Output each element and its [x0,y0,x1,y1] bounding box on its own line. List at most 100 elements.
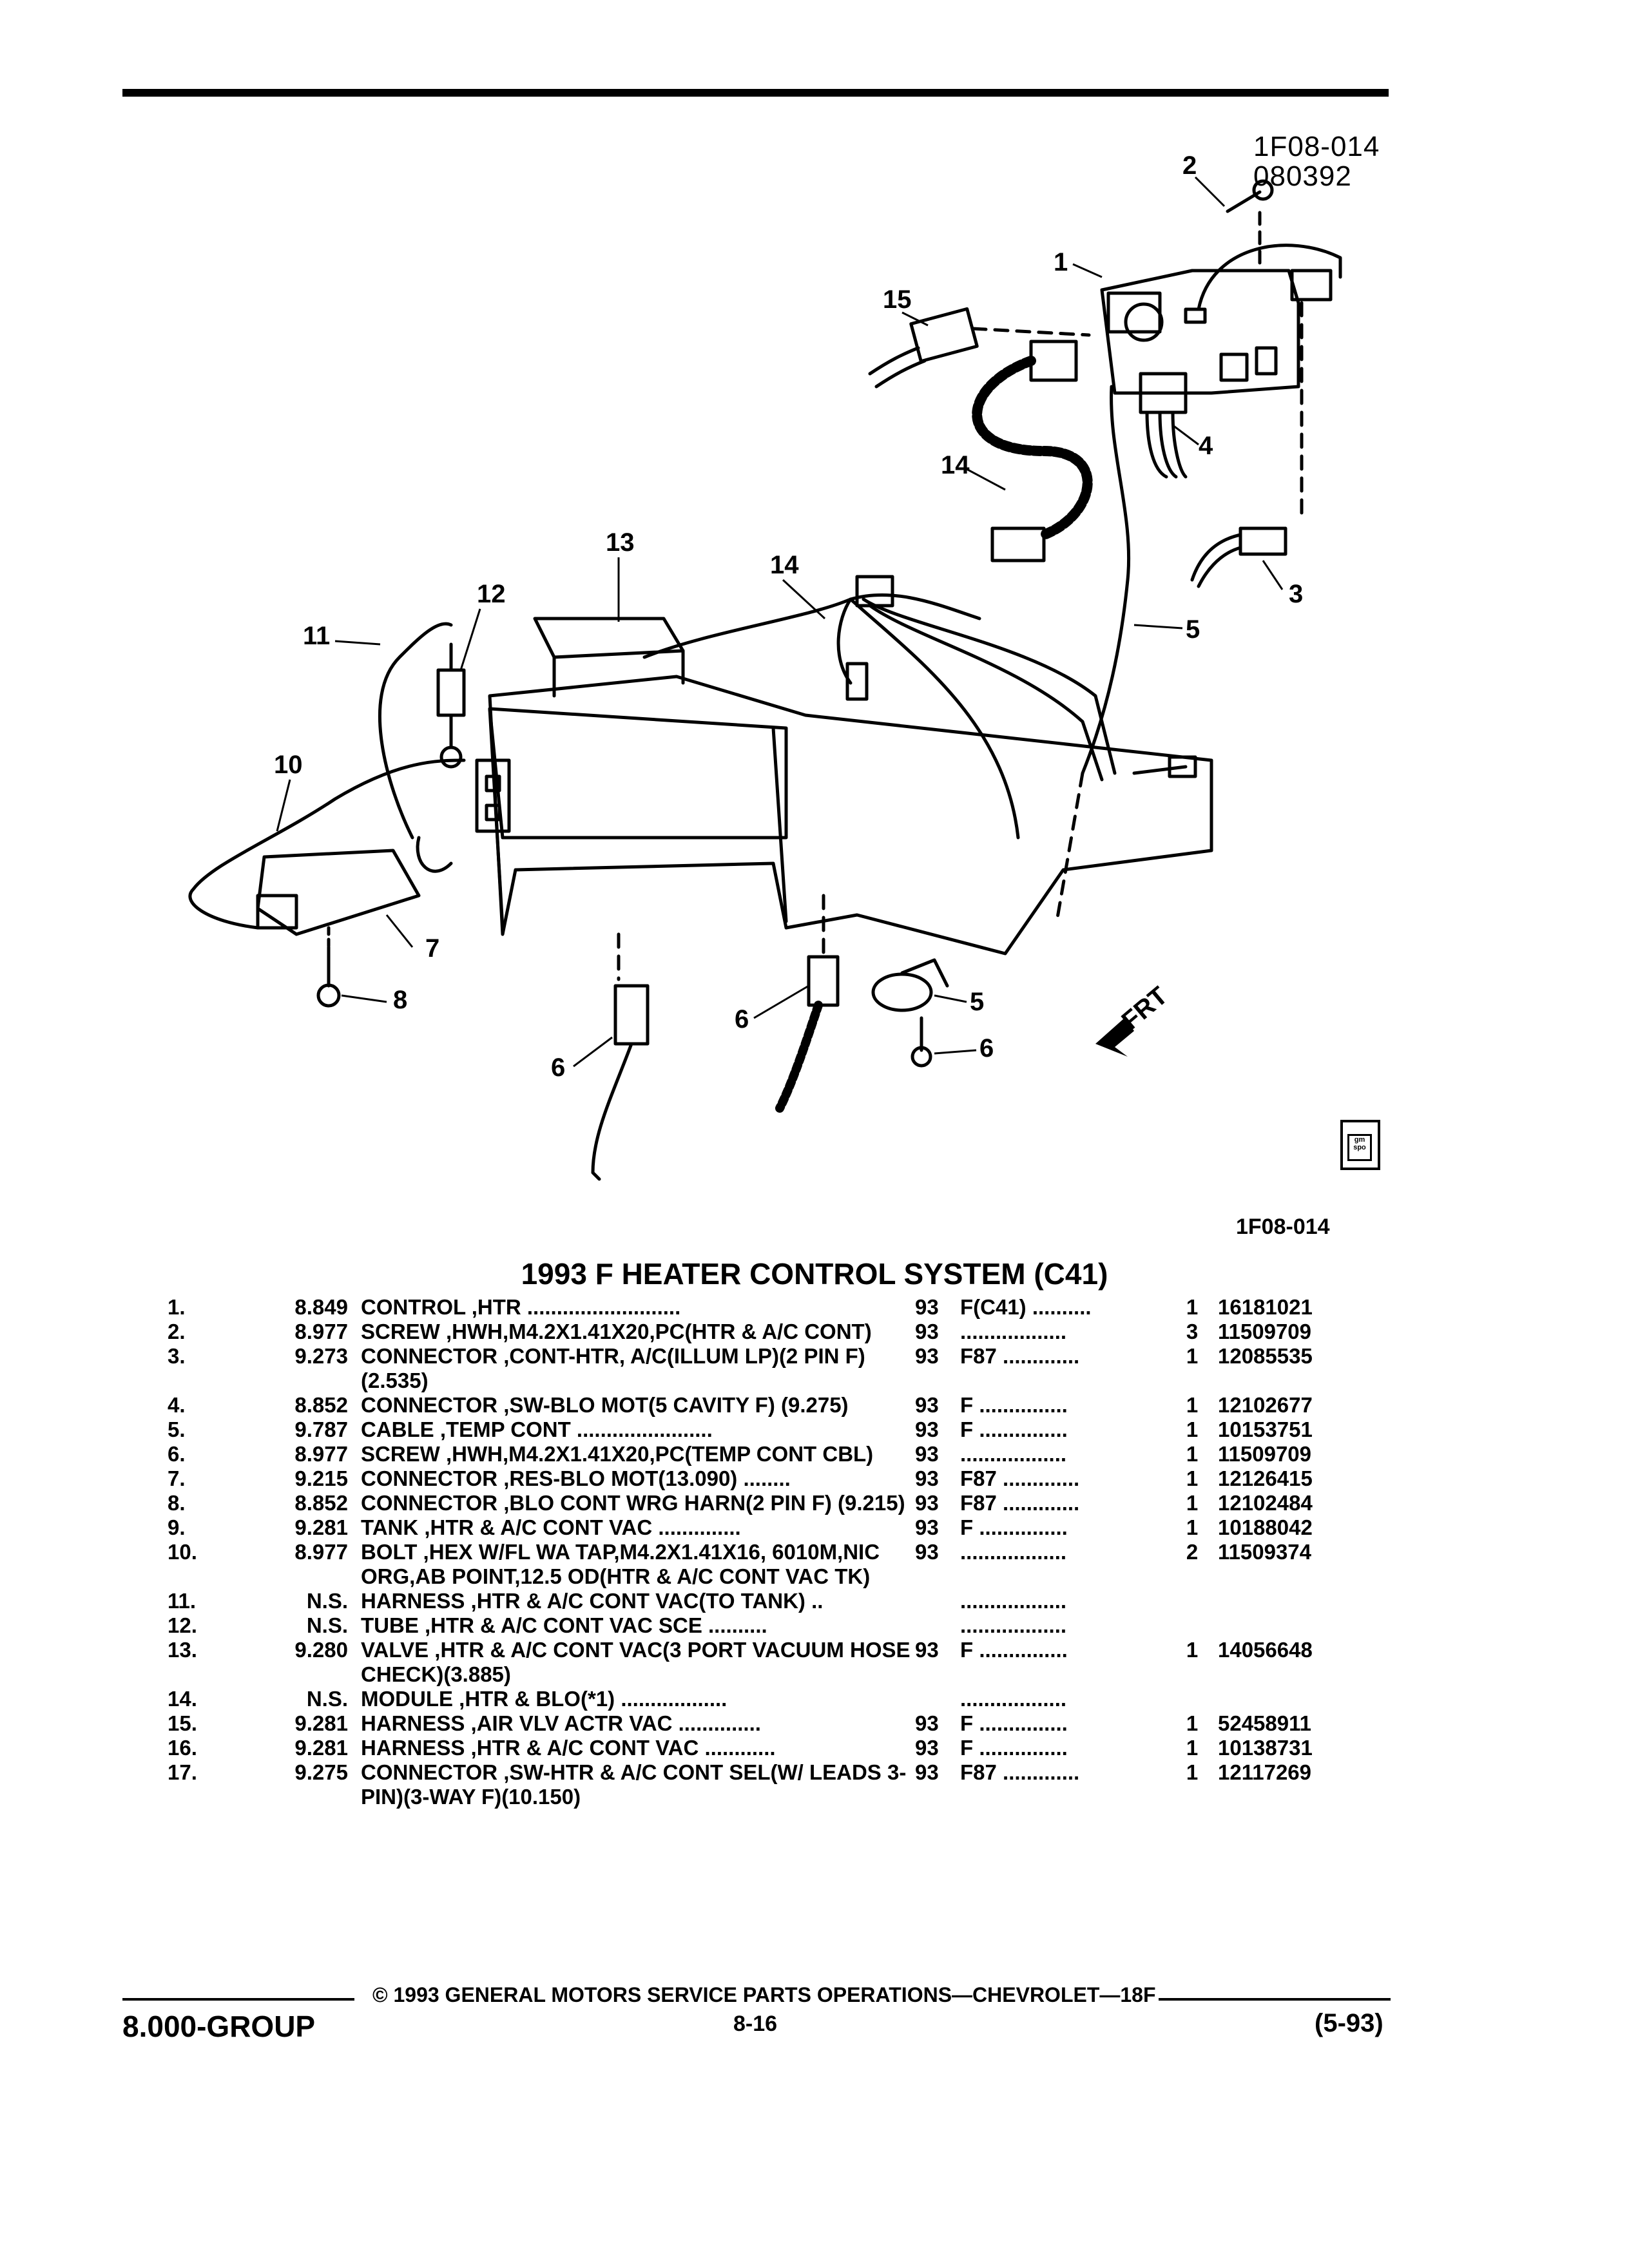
cell-num: 7. [168,1466,186,1490]
cell-group: 8.852 [294,1491,348,1515]
heater-module-item-14 [488,617,1213,956]
cell-code: F ............... [960,1515,1068,1539]
cell-code: F87 ............. [960,1491,1080,1515]
cell-year [915,1613,960,1638]
callout-12: 11 [303,622,330,650]
heater-control-part [1100,269,1300,395]
cell-year: 93 [915,1344,939,1368]
cell-part: 12085535 [1218,1344,1313,1368]
cell-year: 93 [915,1295,939,1319]
cell-part [1218,1589,1360,1613]
illum-wire [1197,244,1342,311]
cell-year: 93 [915,1466,939,1490]
cell-qty: 1 [1186,1466,1199,1490]
cell-code: F ............... [960,1638,1068,1662]
cell-group: 8.852 [294,1393,348,1417]
cell-group: 9.281 [294,1515,348,1539]
footer-rule-right [1159,1998,1391,2001]
vac-harness-item-11 [188,758,466,930]
cell-code: F ............... [960,1393,1068,1417]
screw-item-6 [911,1016,932,1068]
callout-13: 12 [477,580,506,608]
cell-group: 9.281 [294,1711,348,1735]
cell-code: .................. [960,1687,1067,1711]
cell-year [915,1589,960,1613]
cell-num: 13. [168,1638,197,1662]
connector-item-3 [1190,526,1287,588]
cell-part: 11509709 [1218,1442,1312,1466]
cell-num: 15. [168,1711,197,1735]
figure-code: 1F08-014 [1253,131,1380,162]
copyright-line: © 1993 GENERAL MOTORS SERVICE PARTS OPER… [372,1983,1156,2006]
harness-item-15 [642,575,1197,840]
cell-qty: 1 [1186,1344,1199,1368]
callout-16: 14 [941,451,970,479]
cell-qty [1166,1613,1218,1638]
revision-date: (5-93) [1315,2009,1383,2037]
cell-num: 6. [168,1442,186,1466]
cell-qty: 1 [1186,1295,1199,1319]
illum-connector [1290,269,1333,302]
table-row: 12.N.S.TUBE ,HTR & A/C CONT VAC SCE ....… [168,1613,1360,1638]
cell-desc: CONNECTOR ,SW-HTR & A/C CONT SEL(W/ LEAD… [361,1760,907,1809]
cell-code: .................. [960,1589,1067,1613]
cell-code: .................. [960,1442,1067,1466]
cell-group: 9.215 [294,1466,348,1490]
top-rule [122,89,1389,97]
cell-desc: SCREW ,HWH,M4.2X1.41X20,PC(HTR & A/C CON… [361,1320,872,1343]
vac-valve-item-13 [436,642,466,769]
cell-code: .................. [960,1540,1067,1564]
cell-num: 10. [168,1540,197,1564]
cell-year: 93 [915,1320,939,1343]
cell-qty: 1 [1186,1491,1199,1515]
cell-num: 17. [168,1760,197,1784]
cell-qty [1166,1589,1218,1613]
cell-year: 93 [915,1491,939,1515]
cell-part: 16181021 [1218,1295,1313,1319]
cell-qty: 1 [1186,1638,1199,1662]
connector-item-7 [775,955,840,1113]
cell-part: 10138731 [1218,1736,1313,1760]
callout-2: 2 [1182,151,1197,180]
screw-item-2 [1226,179,1274,213]
cell-qty: 1 [1186,1515,1199,1539]
group-label: 8.000-GROUP [122,2010,316,2043]
cell-code: F(C41) .......... [960,1295,1092,1319]
cell-group: N.S. [306,1613,348,1637]
cell-qty: 3 [1186,1320,1199,1343]
cell-num: 3. [168,1344,186,1368]
cell-group: N.S. [306,1687,348,1711]
vac-tube-item-12 [378,622,453,840]
cell-qty: 2 [1186,1540,1199,1564]
vacuum-tank-item-9 [256,707,788,936]
cell-num: 9. [168,1515,186,1539]
table-row: 14.N.S.MODULE ,HTR & BLO(*1) ...........… [168,1687,1360,1711]
cell-year: 93 [915,1736,939,1760]
cell-desc: CABLE ,TEMP CONT ....................... [361,1418,713,1441]
cell-part: 11509709 [1218,1320,1312,1343]
cell-num: 5. [168,1418,186,1441]
cell-code: F87 ............. [960,1344,1080,1368]
cell-qty: 1 [1186,1736,1199,1760]
cell-year: 93 [915,1418,939,1441]
cell-group: 8.977 [294,1320,348,1343]
callout-7: 6 [735,1005,749,1033]
cell-qty: 1 [1186,1442,1199,1466]
cell-desc: CONNECTOR ,CONT-HTR, A/C(ILLUM LP)(2 PIN… [361,1344,865,1392]
cell-num: 14. [168,1687,197,1711]
cell-part: 10153751 [1218,1418,1313,1441]
cell-code: F ............... [960,1736,1068,1760]
page-title: 1993 F HEATER CONTROL SYSTEM (C41) [521,1257,1108,1291]
cell-code: .................. [960,1320,1067,1343]
cell-part: 11509374 [1218,1540,1312,1564]
callout-10: 8 [393,986,407,1014]
cell-year: 93 [915,1515,939,1539]
